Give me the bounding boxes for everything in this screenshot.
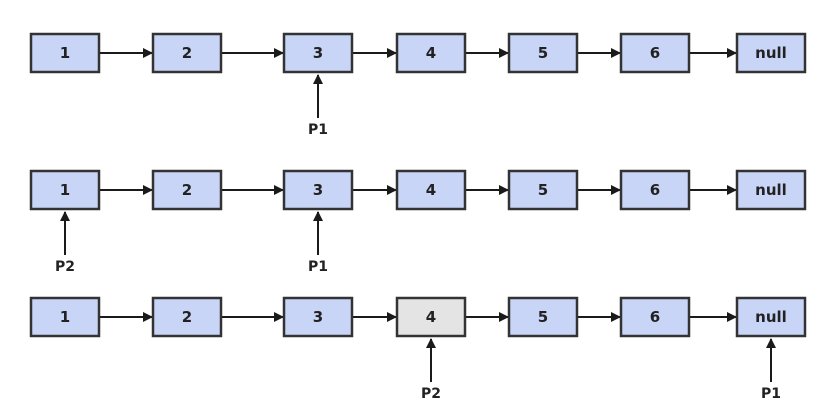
node-label: null	[755, 308, 787, 326]
node-label: 2	[182, 308, 192, 326]
pointer-p1: P1	[308, 74, 328, 138]
node-box	[29, 296, 101, 338]
node-label: 6	[650, 44, 660, 62]
node-label: 1	[60, 308, 70, 326]
highlighted-node-box	[395, 296, 467, 338]
list-node: 2	[151, 32, 223, 74]
node-label: 6	[650, 181, 660, 199]
list-node: 4	[395, 169, 467, 211]
list-node: 5	[507, 169, 579, 211]
node-label: 3	[313, 308, 323, 326]
node-label: null	[755, 181, 787, 199]
list-node: 6	[619, 296, 691, 338]
node-box	[507, 169, 579, 211]
node-box	[735, 169, 807, 211]
node-label: 1	[60, 44, 70, 62]
node-label: 2	[182, 44, 192, 62]
node-box	[619, 296, 691, 338]
list-node: 3	[282, 32, 354, 74]
node-label: null	[755, 44, 787, 62]
list-node: null	[735, 169, 807, 211]
node-box	[735, 32, 807, 74]
pointer-p1: P1	[308, 211, 328, 275]
node-box	[507, 296, 579, 338]
list-node: 6	[619, 169, 691, 211]
pointer-label: P1	[761, 386, 781, 402]
list-node: 1	[29, 296, 101, 338]
node-box	[151, 32, 223, 74]
node-box	[395, 32, 467, 74]
node-label: 3	[313, 44, 323, 62]
node-box	[507, 32, 579, 74]
list-node: 4	[395, 296, 467, 338]
list-node: null	[735, 32, 807, 74]
pointer-label: P2	[421, 386, 441, 402]
list-node: 1	[29, 169, 101, 211]
node-box	[619, 169, 691, 211]
pointer-label: P2	[55, 259, 75, 275]
node-label: 1	[60, 181, 70, 199]
pointer-p2: P2	[55, 211, 75, 275]
node-box	[735, 296, 807, 338]
node-label: 4	[426, 44, 436, 62]
list-node: 5	[507, 296, 579, 338]
list-node: 2	[151, 169, 223, 211]
node-label: 6	[650, 308, 660, 326]
node-label: 4	[426, 181, 436, 199]
node-label: 4	[426, 308, 436, 326]
pointer-p1: P1	[761, 338, 781, 402]
list-node: 4	[395, 32, 467, 74]
node-box	[395, 169, 467, 211]
list-node: null	[735, 296, 807, 338]
node-box	[282, 296, 354, 338]
node-box	[29, 32, 101, 74]
node-box	[282, 169, 354, 211]
node-box	[282, 32, 354, 74]
node-label: 2	[182, 181, 192, 199]
list-node: 1	[29, 32, 101, 74]
list-node: 2	[151, 296, 223, 338]
pointer-label: P1	[308, 122, 328, 138]
list-node: 3	[282, 296, 354, 338]
list-node: 5	[507, 32, 579, 74]
node-label: 5	[538, 181, 548, 199]
list-node: 6	[619, 32, 691, 74]
pointer-p2: P2	[421, 338, 441, 402]
node-box	[619, 32, 691, 74]
list-node: 3	[282, 169, 354, 211]
node-box	[151, 169, 223, 211]
node-label: 5	[538, 44, 548, 62]
pointer-label: P1	[308, 259, 328, 275]
node-label: 3	[313, 181, 323, 199]
node-box	[29, 169, 101, 211]
node-box	[151, 296, 223, 338]
node-label: 5	[538, 308, 548, 326]
